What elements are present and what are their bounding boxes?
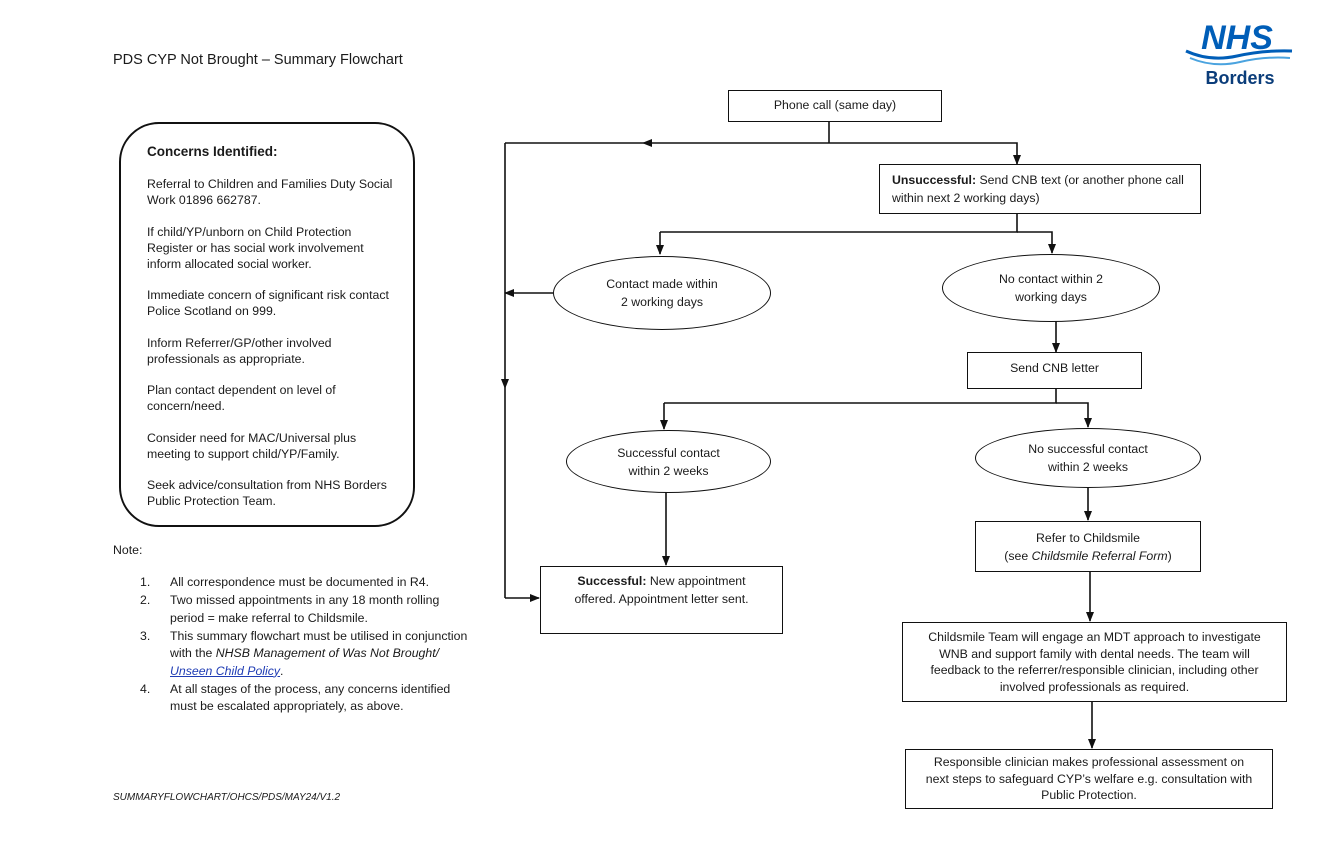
responsible-clinician-line3: Public Protection.	[1041, 788, 1137, 803]
policy-link[interactable]: Unseen Child Policy	[170, 663, 281, 678]
no-contact-ellipse: No contact within 2 working days	[942, 254, 1160, 322]
contact-made-ellipse: Contact made within 2 working days	[553, 256, 771, 330]
note-item: 2. Two missed appointments in any 18 mon…	[140, 592, 470, 627]
arrow-to-no-successful-contact	[1056, 402, 1092, 428]
successful-contact-line2: within 2 weeks	[628, 463, 709, 478]
successful-line1: New appointment	[646, 574, 746, 588]
refer-line2-pre: (see	[1004, 548, 1032, 563]
successful-bold: Successful:	[577, 574, 647, 588]
unsuccessful-bold: Unsuccessful:	[892, 173, 977, 187]
send-letter-label: Send CNB letter	[1010, 361, 1099, 375]
successful-box: Successful: New appointment offered. App…	[540, 566, 783, 634]
concern-item: Plan contact dependent on level of conce…	[147, 383, 336, 413]
refer-childsmile-box: Refer to Childsmile (see Childsmile Refe…	[975, 521, 1201, 572]
concern-item: Referral to Children and Families Duty S…	[147, 177, 393, 207]
logo-text-borders: Borders	[1205, 68, 1274, 88]
concern-item: If child/YP/unborn on Child Protection R…	[147, 224, 364, 271]
no-successful-contact-line2: within 2 weeks	[1048, 460, 1128, 474]
childsmile-team-box: Childsmile Team will engage an MDT appro…	[902, 622, 1287, 702]
contact-made-line2: 2 working days	[620, 295, 703, 309]
nhs-borders-logo: NHS Borders	[1180, 18, 1298, 90]
concerns-box: Concerns Identified: Referral to Childre…	[119, 122, 415, 527]
responsible-clinician-line1: Responsible clinician makes professional…	[933, 755, 1245, 770]
childsmile-team-line3: feedback to the referrer/responsible cli…	[930, 663, 1259, 677]
note-text: All correspondence must be documented in…	[170, 575, 430, 589]
arrow-to-unsuccessful	[829, 142, 1021, 165]
notes-list: 1. All correspondence must be documented…	[140, 574, 470, 716]
phone-call-box: Phone call (same day)	[728, 90, 942, 122]
note-text-end: .	[280, 663, 284, 678]
childsmile-form-name: Childsmile Referral Form	[1031, 548, 1168, 563]
concern-item: Seek advice/consultation from NHS Border…	[147, 478, 387, 508]
concern-item: Inform Referrer/GP/other involved profes…	[147, 335, 332, 366]
no-contact-line1: No contact within 2	[999, 272, 1103, 286]
phone-call-label: Phone call (same day)	[773, 98, 897, 112]
arrow-to-no-contact	[1017, 231, 1056, 254]
send-letter-box: Send CNB letter	[967, 352, 1142, 389]
document-footer-code: SUMMARYFLOWCHART/OHCS/PDS/MAY24/V1.2	[113, 792, 341, 803]
note-number: 2.	[140, 593, 151, 607]
no-contact-line2: working days	[1015, 290, 1087, 304]
successful-contact-ellipse: Successful contact within 2 weeks	[566, 430, 771, 493]
unsuccessful-line2: within next 2 working days)	[892, 191, 1040, 205]
concern-item: Consider need for MAC/Universal plus mee…	[147, 430, 357, 461]
connector	[660, 213, 1018, 233]
note-label: Note:	[113, 543, 143, 557]
policy-name: NHSB Management of Was Not Brought/	[215, 646, 440, 660]
no-successful-contact-line1: No successful contact	[1028, 442, 1148, 456]
successful-contact-line1: Successful contact	[617, 445, 720, 460]
unsuccessful-box: Unsuccessful: Send CNB text (or another …	[879, 164, 1201, 214]
concerns-heading: Concerns Identified:	[147, 144, 278, 159]
no-successful-contact-ellipse: No successful contact within 2 weeks	[975, 428, 1201, 488]
childsmile-team-line2: WNB and support family with dental needs…	[939, 646, 1250, 661]
connector	[664, 389, 1057, 404]
note-number: 4.	[140, 681, 151, 696]
refer-line2-post: )	[1167, 548, 1172, 563]
responsible-clinician-line2: next steps to safeguard CYP’s welfare e.…	[925, 771, 1253, 786]
childsmile-team-line1: Childsmile Team will engage an MDT appro…	[928, 630, 1261, 644]
successful-line2: offered. Appointment letter sent.	[574, 592, 749, 606]
note-text: At all stages of the process, any concer…	[170, 681, 451, 714]
refer-line1: Refer to Childsmile	[1036, 530, 1140, 545]
note-item: 3. This summary flowchart must be utilis…	[140, 628, 470, 681]
note-item: 4. At all stages of the process, any con…	[140, 681, 470, 716]
document-title: PDS CYP Not Brought – Summary Flowchart	[113, 52, 403, 68]
note-text: Two missed appointments in any 18 month …	[170, 593, 440, 625]
childsmile-team-line4: involved professionals as required.	[999, 679, 1190, 694]
note-number: 3.	[140, 628, 151, 643]
note-item: 1. All correspondence must be documented…	[140, 574, 470, 592]
note-number: 1.	[140, 575, 151, 589]
unsuccessful-line1: Send CNB text (or another phone call	[976, 173, 1184, 187]
contact-made-line1: Contact made within	[606, 277, 718, 291]
responsible-clinician-box: Responsible clinician makes professional…	[905, 749, 1273, 809]
concern-item: Immediate concern of significant risk co…	[147, 288, 389, 318]
note-text: This summary flowchart must be utilised …	[170, 628, 468, 661]
